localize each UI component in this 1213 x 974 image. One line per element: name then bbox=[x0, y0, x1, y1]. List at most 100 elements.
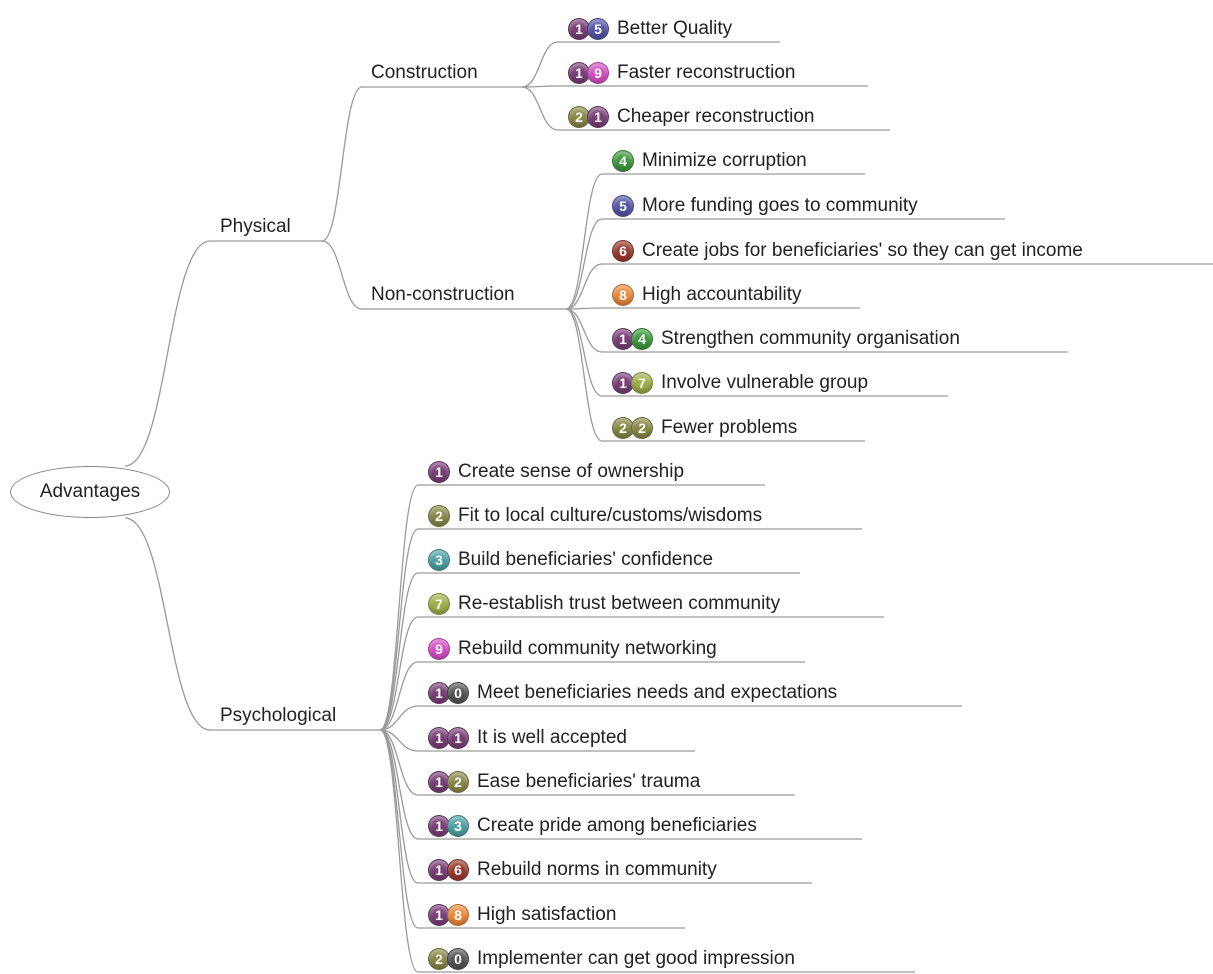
leaf-non-construction-item[interactable]: 5 More funding goes to community bbox=[612, 193, 918, 219]
edge-psychological-10 bbox=[379, 729, 419, 929]
edge-root-psychological bbox=[124, 517, 211, 731]
root-label: Advantages bbox=[39, 481, 141, 502]
leaf-label: Build beneficiaries' confidence bbox=[458, 549, 714, 570]
number-marker-icon: 0 bbox=[447, 948, 469, 970]
edge-physical-non-construction bbox=[321, 240, 363, 310]
leaf-label: Create jobs for beneficiaries' so they c… bbox=[642, 240, 1083, 261]
priority-badge: 6 bbox=[612, 240, 634, 262]
edge-psychological-1 bbox=[379, 528, 419, 731]
leaf-label: It is well accepted bbox=[477, 727, 627, 748]
number-marker-icon: 2 bbox=[428, 505, 450, 527]
leaf-label: Involve vulnerable group bbox=[661, 372, 869, 393]
leaf-non-construction-item[interactable]: 4 Minimize corruption bbox=[612, 148, 807, 174]
number-marker-icon: 8 bbox=[612, 284, 634, 306]
leaf-label: Ease beneficiaries' trauma bbox=[477, 771, 701, 792]
edge-psychological-5 bbox=[379, 705, 419, 731]
number-marker-icon: 3 bbox=[447, 815, 469, 837]
number-marker-icon: 8 bbox=[447, 904, 469, 926]
priority-badge: 8 bbox=[612, 284, 634, 306]
topic-non-construction[interactable]: Non-construction bbox=[371, 284, 515, 306]
leaf-label: Rebuild community networking bbox=[458, 638, 717, 659]
topic-construction[interactable]: Construction bbox=[371, 62, 478, 84]
edge-root-physical bbox=[124, 240, 211, 467]
number-marker-icon: 6 bbox=[612, 240, 634, 262]
edge-non-construction-4 bbox=[565, 308, 603, 353]
edge-non-construction-1 bbox=[565, 218, 603, 310]
number-marker-icon: 5 bbox=[587, 18, 609, 40]
priority-badge: 4 bbox=[612, 150, 634, 172]
leaf-label: More funding goes to community bbox=[642, 195, 918, 216]
number-marker-icon: 1 bbox=[428, 461, 450, 483]
edge-construction-2 bbox=[521, 86, 559, 131]
edge-construction-0 bbox=[521, 41, 559, 88]
leaf-label: Minimize corruption bbox=[642, 150, 807, 171]
number-marker-icon: 7 bbox=[428, 593, 450, 615]
edge-construction-1 bbox=[521, 85, 559, 88]
number-marker-icon: 7 bbox=[631, 372, 653, 394]
topic-physical[interactable]: Physical bbox=[220, 216, 291, 238]
number-marker-icon: 6 bbox=[447, 859, 469, 881]
leaf-non-construction-item[interactable]: 6 Create jobs for beneficiaries' so they … bbox=[612, 238, 1083, 264]
edge-psychological-11 bbox=[379, 729, 419, 973]
topic-psychological-label: Psychological bbox=[220, 705, 337, 726]
edge-non-construction-3 bbox=[565, 307, 603, 310]
number-marker-icon: 2 bbox=[631, 417, 653, 439]
leaf-label: Better Quality bbox=[617, 18, 733, 39]
leaf-label: Implementer can get good impression bbox=[477, 948, 795, 969]
priority-badge: 2 bbox=[428, 505, 450, 527]
topic-non-construction-label: Non-construction bbox=[371, 284, 515, 305]
number-marker-icon: 1 bbox=[447, 727, 469, 749]
number-marker-icon: 4 bbox=[631, 328, 653, 350]
edge-non-construction-6 bbox=[565, 308, 603, 442]
number-marker-icon: 2 bbox=[447, 771, 469, 793]
priority-badge: 1 bbox=[428, 461, 450, 483]
edge-psychological-7 bbox=[379, 729, 419, 796]
leaf-label: Cheaper reconstruction bbox=[617, 106, 815, 127]
root-node-advantages[interactable]: Advantages bbox=[10, 466, 170, 518]
leaf-psychological-item[interactable]: 9 Rebuild community networking bbox=[428, 636, 717, 662]
edge-physical-construction bbox=[321, 86, 363, 242]
priority-badge: 5 bbox=[612, 195, 634, 217]
priority-badge: 9 bbox=[428, 638, 450, 660]
number-marker-icon: 1 bbox=[428, 682, 450, 704]
topic-physical-label: Physical bbox=[220, 216, 291, 237]
leaf-label: Create pride among beneficiaries bbox=[477, 815, 757, 836]
number-marker-icon: 1 bbox=[587, 106, 609, 128]
topic-construction-label: Construction bbox=[371, 62, 478, 83]
leaf-label: Faster reconstruction bbox=[617, 62, 796, 83]
leaf-label: Fewer problems bbox=[661, 417, 798, 438]
leaf-label: Rebuild norms in community bbox=[477, 859, 717, 880]
edge-non-construction-0 bbox=[565, 173, 603, 310]
number-marker-icon: 9 bbox=[428, 638, 450, 660]
edge-non-construction-5 bbox=[565, 308, 603, 397]
topic-psychological[interactable]: Psychological bbox=[220, 705, 336, 727]
